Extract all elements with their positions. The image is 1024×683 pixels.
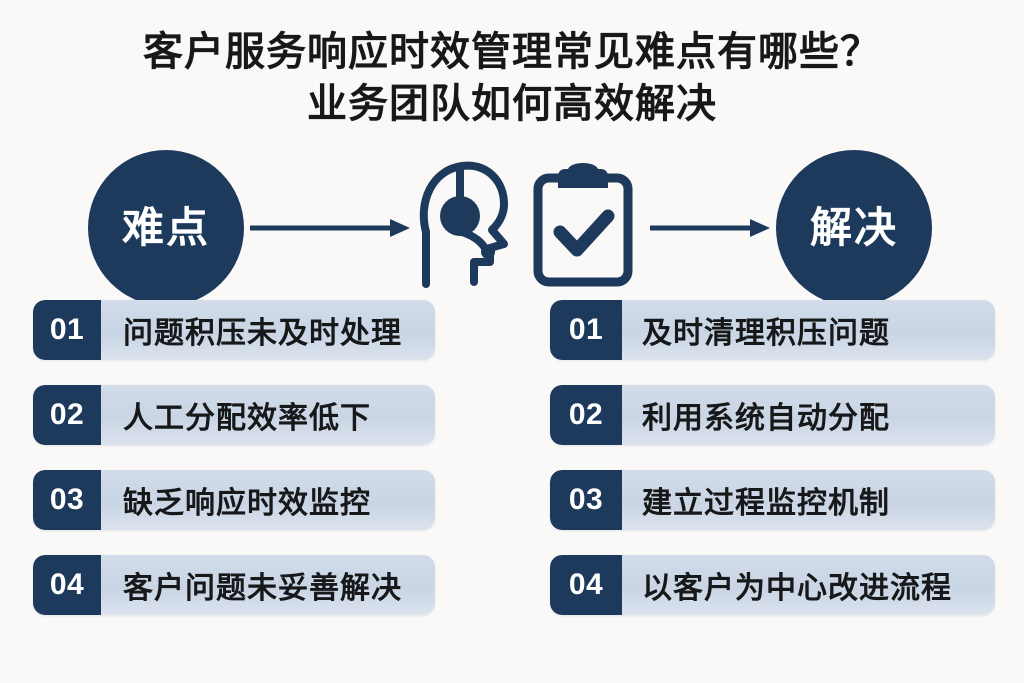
list-item: 03 建立过程监控机制 (550, 470, 995, 530)
item-number: 04 (550, 555, 622, 615)
lists-area: 01 问题积压未及时处理 02 人工分配效率低下 03 缺乏响应时效监控 04 … (0, 300, 1024, 660)
item-label: 及时清理积压问题 (642, 317, 890, 350)
list-item: 04 以客户为中心改进流程 (550, 555, 995, 615)
title-line-1: 客户服务响应时效管理常见难点有哪些？ (143, 30, 881, 74)
problems-circle-label: 难点 (121, 204, 210, 251)
list-item: 03 缺乏响应时效监控 (33, 470, 435, 530)
item-label: 利用系统自动分配 (642, 402, 890, 435)
arrow-right-icon-left (250, 219, 410, 237)
flow-band: 难点 (0, 150, 1024, 306)
list-item: 02 人工分配效率低下 (33, 385, 435, 445)
item-label: 建立过程监控机制 (642, 487, 890, 520)
list-item: 02 利用系统自动分配 (550, 385, 995, 445)
item-label: 问题积压未及时处理 (123, 317, 402, 350)
item-number: 03 (550, 470, 622, 530)
solutions-circle: 解决 (776, 150, 932, 306)
title-line-2: 业务团队如何高效解决 (307, 82, 717, 126)
item-number: 02 (33, 385, 101, 445)
item-label: 人工分配效率低下 (123, 402, 371, 435)
item-number: 03 (33, 470, 101, 530)
item-number: 01 (550, 300, 622, 360)
item-number: 01 (33, 300, 101, 360)
solutions-list: 01 及时清理积压问题 02 利用系统自动分配 03 建立过程监控机制 04 以… (550, 300, 995, 640)
list-item: 01 问题积压未及时处理 (33, 300, 435, 360)
arrow-right-icon-right (650, 219, 770, 237)
item-label: 以客户为中心改进流程 (642, 572, 952, 605)
item-number: 04 (33, 555, 101, 615)
page-title: 客户服务响应时效管理常见难点有哪些？ 业务团队如何高效解决 (0, 26, 1024, 130)
center-icons (412, 158, 652, 298)
problems-circle: 难点 (88, 150, 244, 306)
item-number: 02 (550, 385, 622, 445)
clipboard-check-icon (533, 163, 633, 287)
solutions-circle-label: 解决 (809, 204, 898, 251)
item-label: 缺乏响应时效监控 (123, 487, 371, 520)
item-label: 客户问题未妥善解决 (123, 572, 402, 605)
list-item: 04 客户问题未妥善解决 (33, 555, 435, 615)
problems-list: 01 问题积压未及时处理 02 人工分配效率低下 03 缺乏响应时效监控 04 … (33, 300, 435, 640)
list-item: 01 及时清理积压问题 (550, 300, 995, 360)
headset-agent-icon (419, 161, 508, 288)
